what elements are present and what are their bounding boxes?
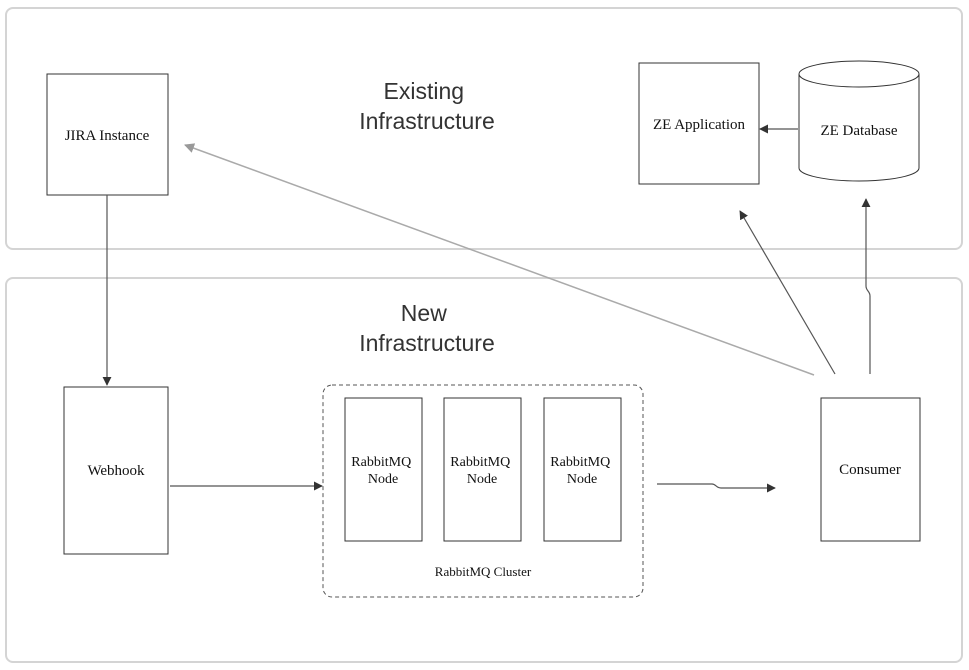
new-region-title: New Infrastructure — [359, 300, 495, 356]
webhook-box — [63, 386, 169, 555]
rabbitmq-cluster-frame — [322, 384, 644, 598]
rabbitmq-node-3-box — [543, 397, 622, 542]
webhook-label: Webhook — [87, 463, 145, 479]
jira-instance-node: JIRA Instance — [46, 73, 169, 196]
ze-application-label: ZE Application — [653, 117, 746, 133]
edge-cluster-to-consumer — [657, 483, 776, 493]
ze-application-node: ZE Application — [638, 62, 760, 185]
ze-database-cylinder-body — [798, 74, 920, 182]
jira-instance-label: JIRA Instance — [65, 128, 150, 144]
rabbitmq-cluster: RabbitMQ Node RabbitMQ Node RabbitMQ Nod… — [322, 384, 644, 598]
edge-consumer-to-zedb — [861, 198, 871, 374]
rabbitmq-node-2-box — [443, 397, 522, 542]
edge-consumer-to-jira — [184, 143, 815, 376]
rabbitmq-node-3-label: RabbitMQ Node — [550, 455, 613, 487]
consumer-box — [820, 397, 921, 542]
webhook-node: Webhook — [63, 386, 169, 555]
ze-database-label: ZE Database — [820, 123, 897, 139]
ze-database-node: ZE Database — [798, 60, 920, 182]
consumer-node: Consumer — [820, 397, 921, 542]
edge-consumer-to-zeapp — [739, 210, 836, 375]
consumer-label: Consumer — [839, 462, 901, 478]
ze-database-cylinder-top — [798, 60, 920, 88]
jira-instance-box — [46, 73, 169, 196]
ze-application-box — [638, 62, 760, 185]
existing-region-title: Existing Infrastructure — [359, 78, 495, 134]
rabbitmq-node-1-box — [344, 397, 423, 542]
rabbitmq-cluster-label: RabbitMQ Cluster — [435, 564, 532, 579]
rabbitmq-node-1-label: RabbitMQ Node — [351, 455, 414, 487]
rabbitmq-node-2-label: RabbitMQ Node — [450, 455, 513, 487]
